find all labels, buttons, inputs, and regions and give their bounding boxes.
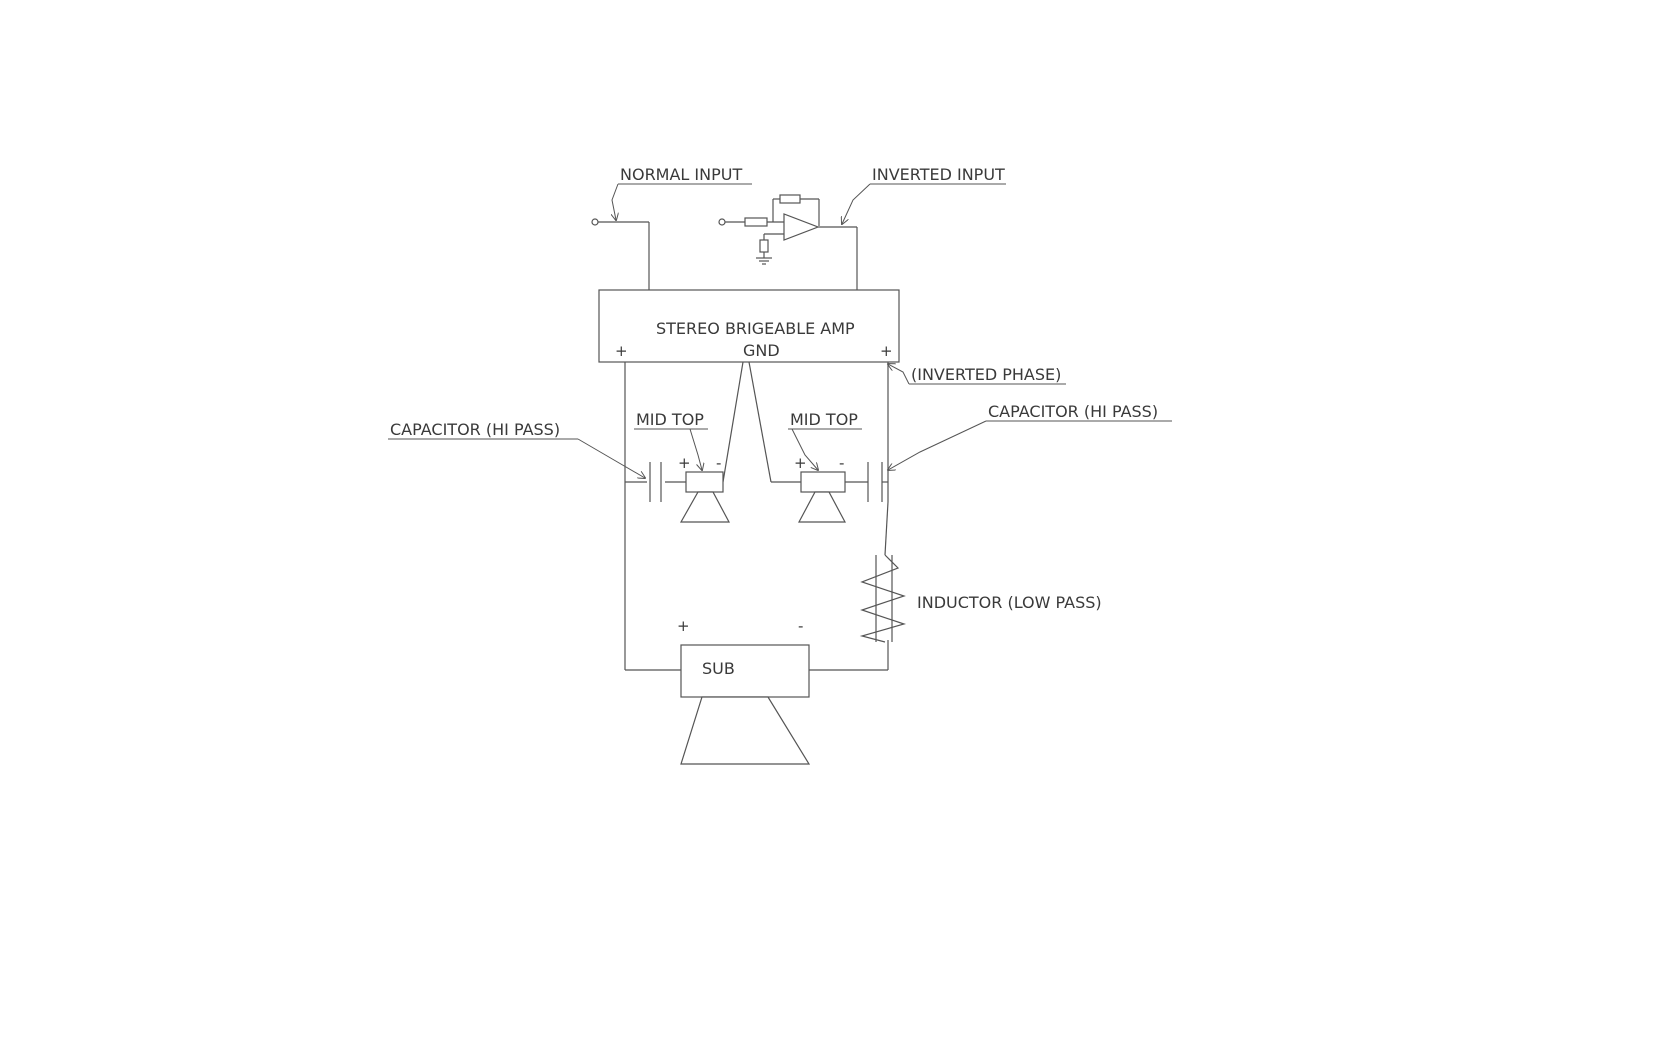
svg-text:+: + (615, 342, 628, 360)
stereo-amp-box: STEREO BRIGEABLE AMP GND + + (598, 289, 900, 363)
op-amp-inverter (718, 194, 858, 290)
svg-text:STEREO BRIGEABLE AMP: STEREO BRIGEABLE AMP (656, 319, 855, 338)
inductor-coil (859, 554, 907, 643)
mid-top-speaker-right: + - (794, 454, 846, 523)
svg-text:+: + (880, 342, 893, 360)
capacitor-right (867, 462, 883, 502)
circuit-wires (624, 361, 889, 671)
sub-speaker: SUB + - (677, 617, 811, 765)
svg-text:INDUCTOR (LOW PASS): INDUCTOR (LOW PASS) (917, 593, 1102, 612)
svg-text:GND: GND (743, 341, 780, 360)
mid-top-speaker-left: + - (678, 454, 730, 523)
mid-top-left-label: MID TOP (634, 410, 708, 470)
normal-input-terminal (591, 218, 650, 290)
inverted-phase-label: (INVERTED PHASE) (888, 364, 1066, 385)
svg-text:MID TOP: MID TOP (790, 410, 858, 429)
normal-input-label: NORMAL INPUT (612, 165, 752, 220)
inverted-input-label: INVERTED INPUT (842, 165, 1006, 224)
svg-text:-: - (798, 617, 803, 635)
inductor-label: INDUCTOR (LOW PASS) (917, 593, 1102, 612)
svg-text:INVERTED INPUT: INVERTED INPUT (872, 165, 1005, 184)
svg-text:CAPACITOR (HI PASS): CAPACITOR (HI PASS) (390, 420, 560, 439)
svg-text:-: - (716, 454, 721, 472)
svg-text:MID TOP: MID TOP (636, 410, 704, 429)
capacitor-left-label: CAPACITOR (HI PASS) (388, 420, 645, 478)
svg-text:+: + (677, 617, 690, 635)
mid-top-right-label: MID TOP (788, 410, 862, 470)
svg-text:NORMAL INPUT: NORMAL INPUT (620, 165, 742, 184)
capacitor-left (649, 462, 662, 502)
svg-text:(INVERTED PHASE): (INVERTED PHASE) (911, 365, 1061, 384)
svg-text:CAPACITOR (HI PASS): CAPACITOR (HI PASS) (988, 402, 1158, 421)
svg-text:+: + (678, 454, 691, 472)
capacitor-right-label: CAPACITOR (HI PASS) (888, 402, 1172, 470)
svg-text:-: - (839, 454, 844, 472)
svg-text:+: + (794, 454, 807, 472)
svg-text:SUB: SUB (702, 659, 735, 678)
